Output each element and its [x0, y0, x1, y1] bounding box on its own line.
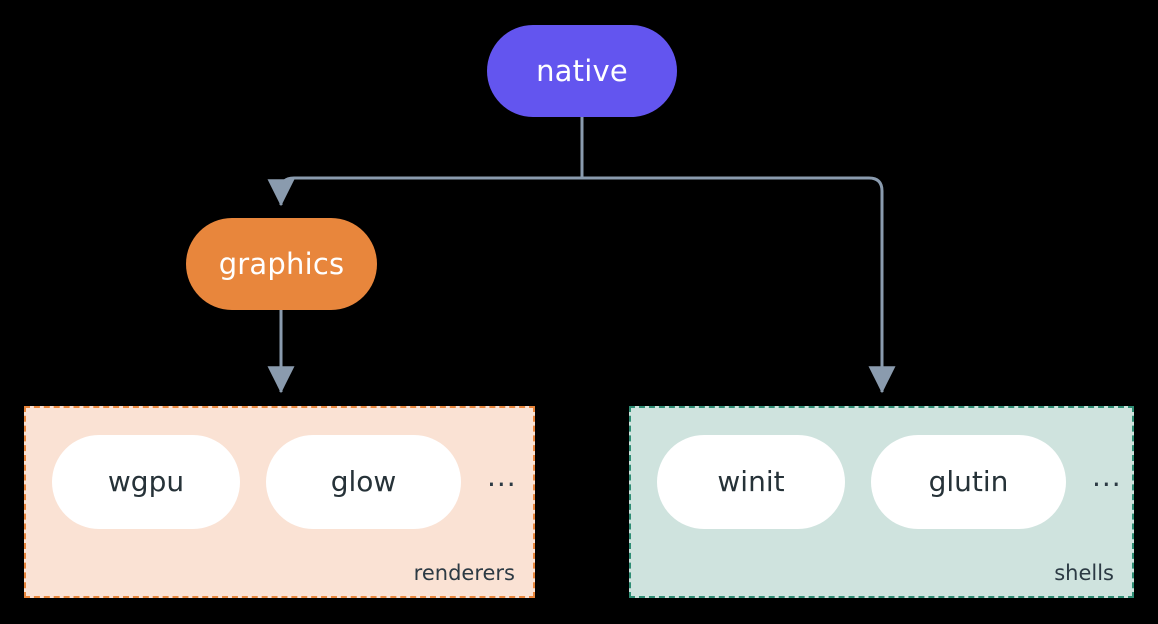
group-shells-label: shells [1054, 561, 1114, 585]
group-shells-items: winit glutin ... [657, 435, 1122, 529]
pill-winit[interactable]: winit [657, 435, 845, 529]
pill-wgpu-label: wgpu [107, 465, 185, 498]
edge-native-to-graphics [267, 176, 582, 207]
edge-native-to-shells [582, 176, 896, 394]
shells-overflow-ellipsis: ... [1092, 460, 1122, 493]
pill-glow[interactable]: glow [266, 435, 461, 529]
node-graphics[interactable]: graphics [186, 218, 377, 310]
node-graphics-label: graphics [218, 246, 345, 281]
renderers-overflow-ellipsis: ... [487, 460, 517, 493]
node-native-label: native [536, 53, 628, 88]
group-shells: winit glutin ... shells [629, 406, 1134, 598]
node-native[interactable]: native [487, 25, 677, 117]
group-renderers-label: renderers [413, 561, 515, 585]
pill-winit-label: winit [717, 465, 785, 498]
pill-glutin-label: glutin [928, 465, 1009, 498]
pill-wgpu[interactable]: wgpu [52, 435, 240, 529]
group-renderers: wgpu glow ... renderers [24, 406, 535, 598]
pill-glow-label: glow [330, 465, 397, 498]
group-renderers-items: wgpu glow ... [52, 435, 517, 529]
pill-glutin[interactable]: glutin [871, 435, 1066, 529]
